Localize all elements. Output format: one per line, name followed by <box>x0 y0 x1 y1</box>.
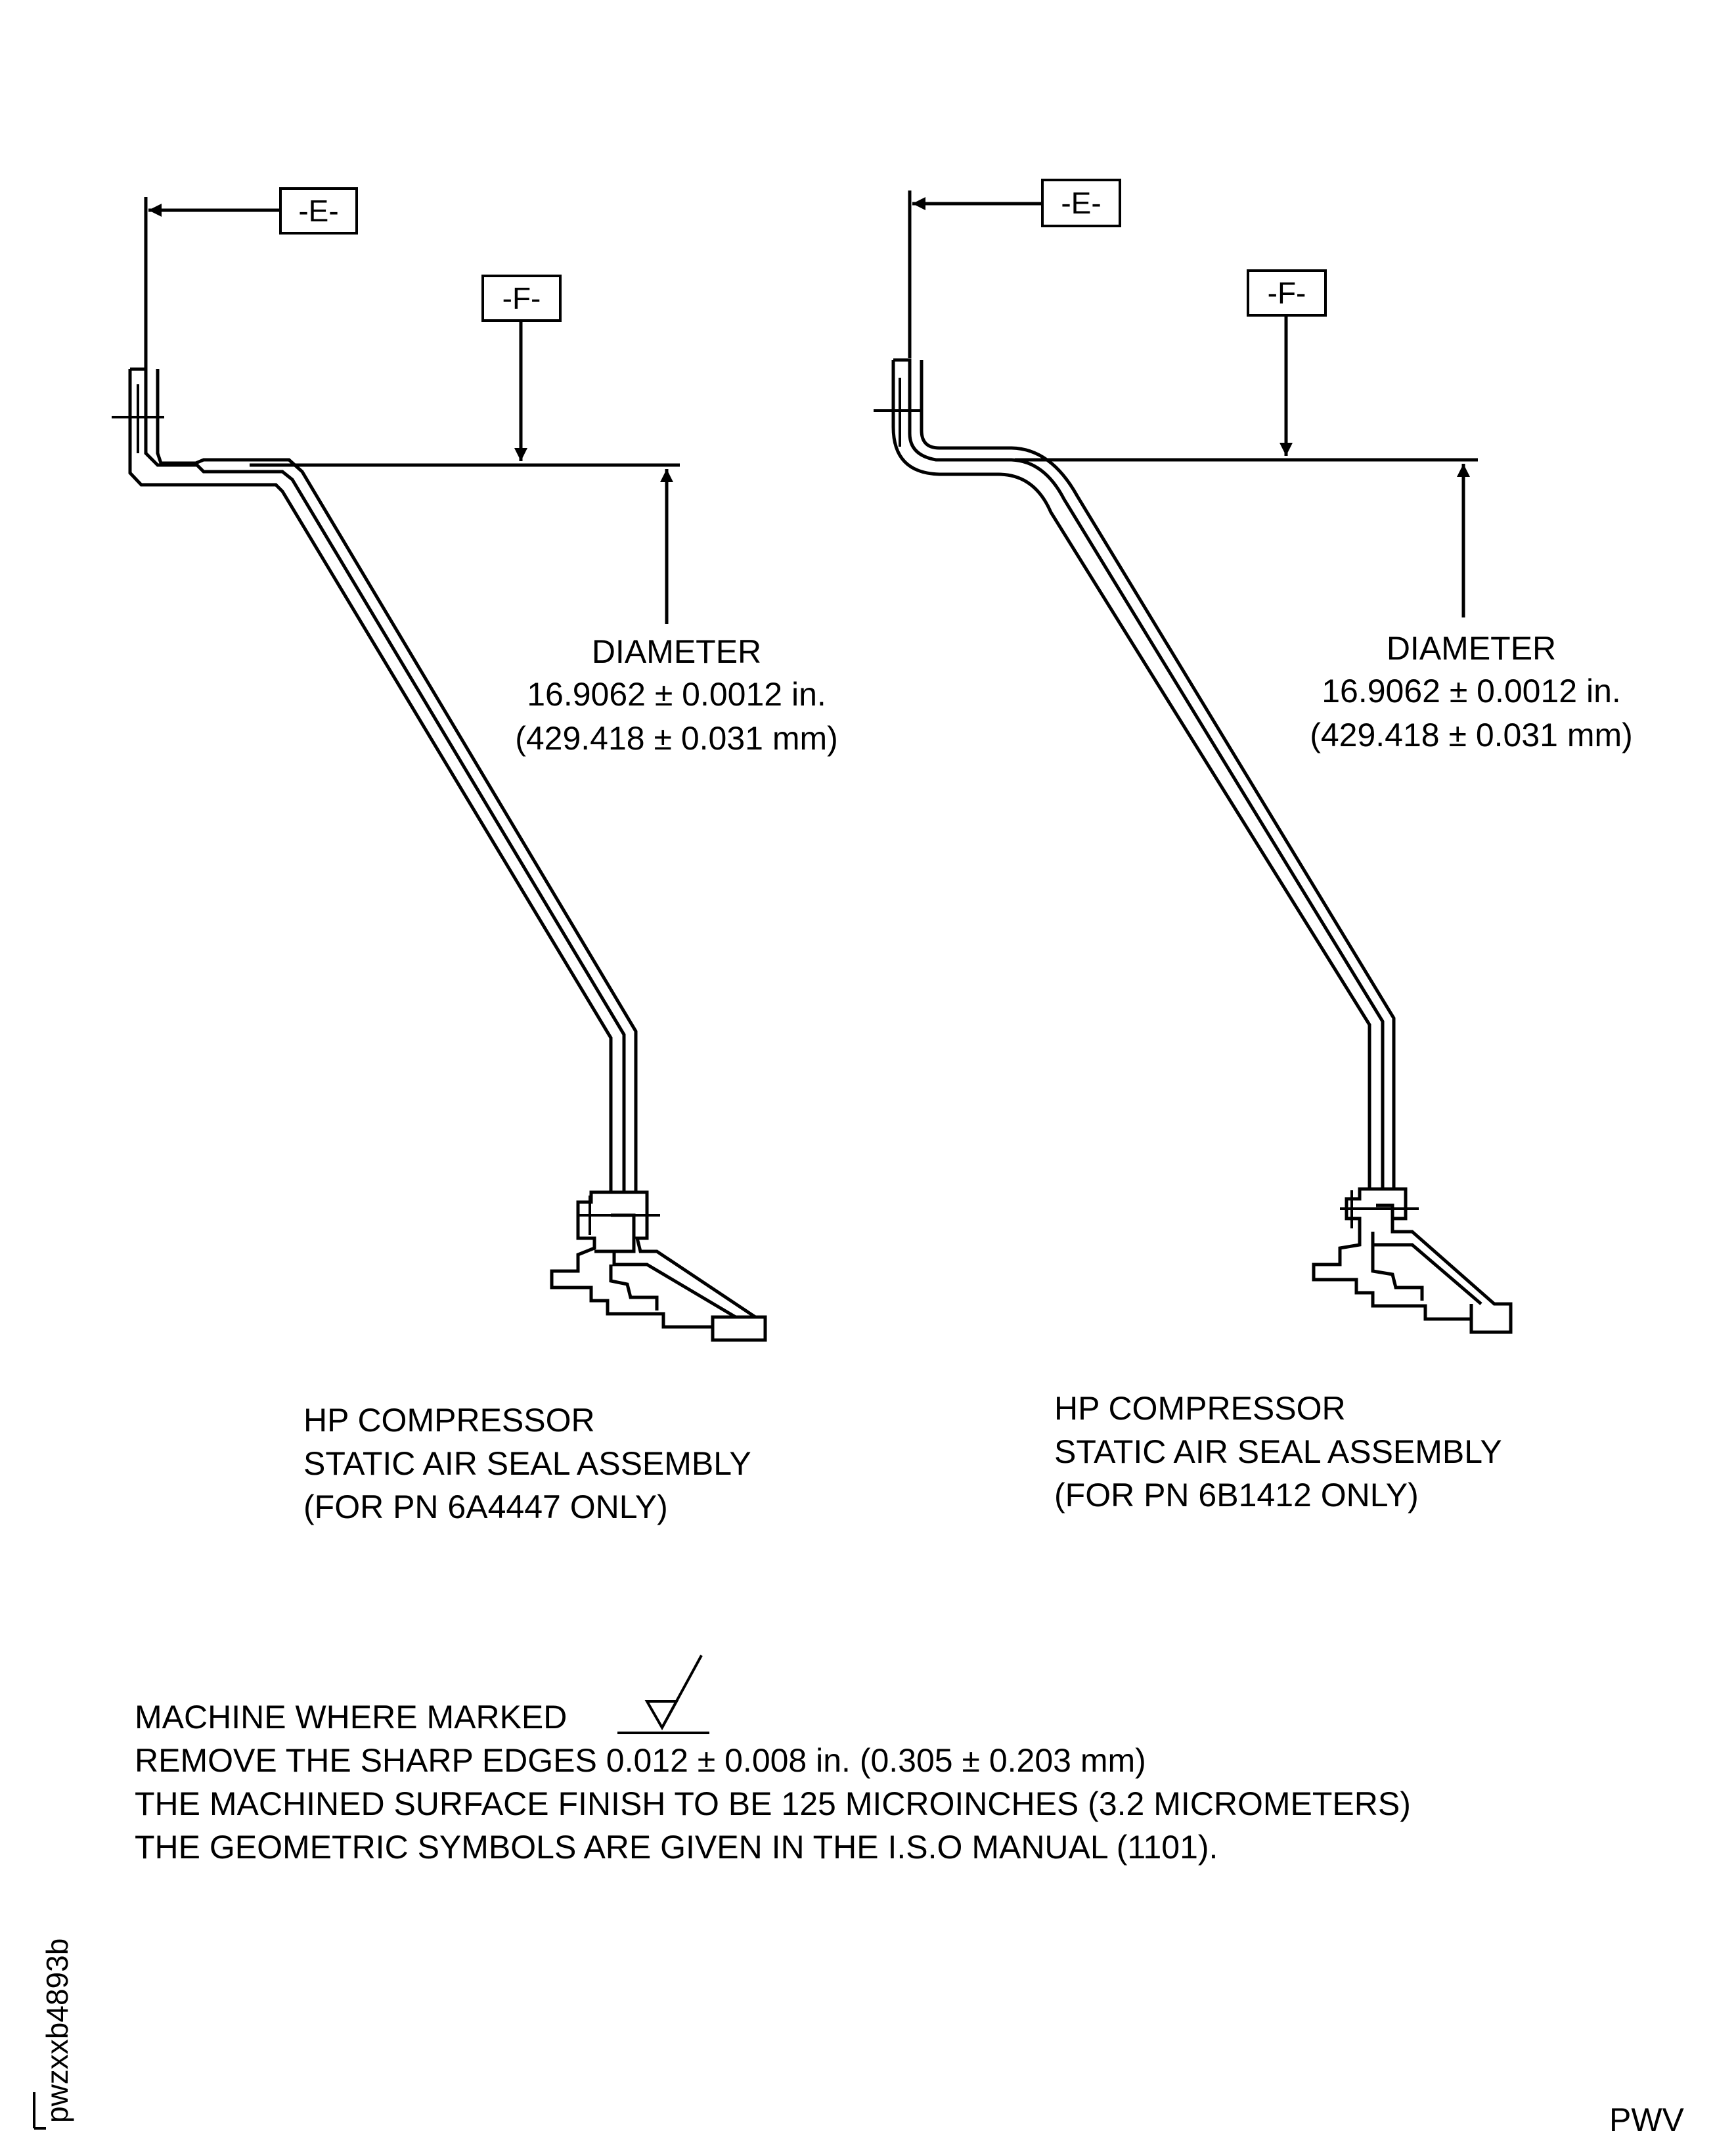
left-diameter-mm: (429.418 ± 0.031 mm) <box>515 720 838 757</box>
corner-mark: PWV <box>1609 2101 1684 2138</box>
right-flange-tab <box>893 358 1396 1191</box>
right-caption-line3: (FOR PN 6B1412 ONLY) <box>1054 1477 1419 1513</box>
left-caption-line2: STATIC AIR SEAL ASSEMBLY <box>303 1445 751 1482</box>
right-caption-line1: HP COMPRESSOR <box>1054 1390 1346 1427</box>
figure-id-bracket <box>33 2092 46 2130</box>
right-seal-hub-inner <box>1371 1203 1482 1319</box>
left-caption-line3: (FOR PN 6A4447 ONLY) <box>303 1489 668 1525</box>
left-caption-line1: HP COMPRESSOR <box>303 1402 595 1439</box>
left-seal-outline <box>128 369 613 1192</box>
figure-id: pwzxxb4893b <box>40 1938 74 2123</box>
right-caption-line2: STATIC AIR SEAL ASSEMBLY <box>1054 1433 1502 1470</box>
right-seal-view <box>874 190 1513 1334</box>
note-geometric-symbols: THE GEOMETRIC SYMBOLS ARE GIVEN IN THE I… <box>135 1829 1218 1866</box>
right-diameter-mm: (429.418 ± 0.031 mm) <box>1310 717 1633 753</box>
right-diameter-inches: 16.9062 ± 0.0012 in. <box>1322 673 1621 709</box>
right-datum-e-box: -E- <box>1041 179 1121 227</box>
note-surface-finish: THE MACHINED SURFACE FINISH TO BE 125 MI… <box>135 1785 1411 1822</box>
left-datum-e-box: -E- <box>279 187 358 235</box>
left-seal-view <box>112 197 767 1342</box>
right-datum-f-box: -F- <box>1247 269 1327 317</box>
left-diameter-inches: 16.9062 ± 0.0012 in. <box>527 676 826 713</box>
note-machine-where-marked: MACHINE WHERE MARKED <box>135 1699 568 1736</box>
note-remove-sharp-edges: REMOVE THE SHARP EDGES 0.012 ± 0.008 in.… <box>135 1742 1146 1779</box>
left-seal-hub <box>550 1190 767 1342</box>
right-diameter-label: DIAMETER <box>1386 630 1557 667</box>
right-seal-outline <box>891 360 1371 1189</box>
left-diameter-label: DIAMETER <box>591 633 762 670</box>
left-seal-hub-inner <box>594 1213 755 1327</box>
left-flange-tab <box>130 367 638 1194</box>
left-datum-f-box: -F- <box>481 275 562 322</box>
machine-mark-symbol <box>617 1655 709 1734</box>
right-seal-hub <box>1312 1187 1513 1334</box>
